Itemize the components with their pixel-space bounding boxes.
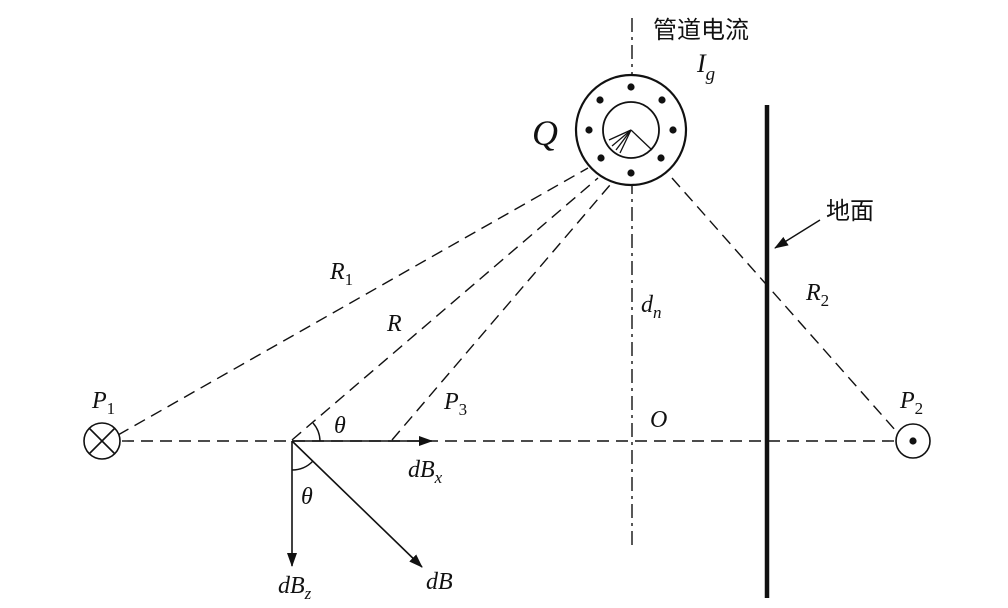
p2-label: P2 [899, 388, 923, 418]
dbz-label: dBz [278, 573, 312, 603]
theta-lower-label: θ [301, 484, 313, 510]
ground-label: 地面 [826, 197, 874, 225]
current-dots [585, 83, 677, 177]
pipe-current-label: Ig [696, 49, 715, 85]
pipe-label: Q [532, 113, 558, 153]
r-dashed-line [291, 177, 599, 441]
r2-label: R2 [805, 280, 829, 310]
r1-label: R1 [329, 259, 353, 289]
theta-upper-label: θ [334, 413, 346, 439]
origin-label: O [650, 407, 667, 433]
p3-label: P3 [443, 389, 467, 419]
p1-label: P1 [91, 388, 115, 418]
theta-lower-arc [291, 460, 314, 471]
pipe-cross-section [574, 73, 688, 187]
r1-dashed-line [117, 167, 589, 436]
db-vector-arrow [291, 440, 423, 568]
p2-dot-marker [895, 423, 931, 459]
dbx-label: dBx [408, 457, 443, 487]
db-label: dB [426, 569, 453, 595]
pipe-inner-fan [608, 129, 653, 154]
r-label: R [386, 311, 402, 337]
pipe-current-title: 管道电流 [653, 16, 749, 44]
ground-pointer-arrow [774, 219, 821, 249]
p1-cross-marker [83, 422, 121, 460]
dn-label: dn [641, 292, 662, 322]
theta-upper-arc [312, 422, 321, 442]
p3-dashed-line [391, 184, 611, 441]
